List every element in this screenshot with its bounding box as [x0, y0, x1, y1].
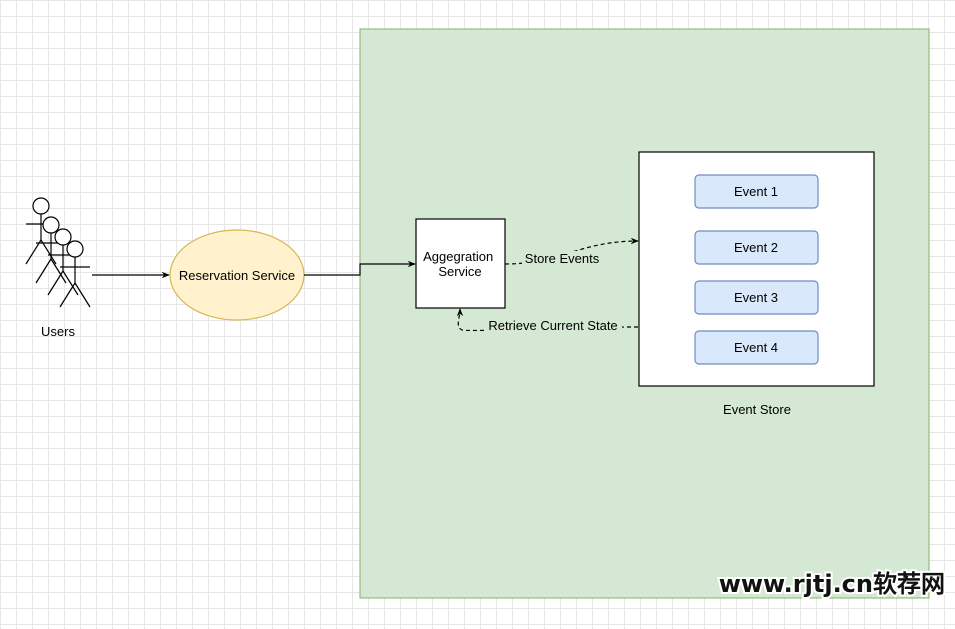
reservation-service-label: Reservation Service [179, 268, 295, 283]
event-store-label: Event Store [723, 402, 791, 417]
watermark-text: www.rjtj.cn软荐网 [719, 570, 945, 598]
retrieve-state-arrow [456, 308, 639, 332]
aggregation-service-label-line2: Service [438, 264, 481, 279]
users-label: Users [41, 324, 75, 339]
event-1-node: Event 1 [694, 174, 819, 209]
retrieve-state-label-bg [484, 317, 622, 333]
event-1-label: Event 1 [734, 184, 778, 199]
aggregation-service-label: Aggegration Service [423, 249, 497, 279]
aggregation-service-label-line1: Aggegration [423, 249, 493, 264]
event-4-node: Event 4 [694, 330, 819, 365]
event-2-label: Event 2 [734, 240, 778, 255]
event-3-label: Event 3 [734, 290, 778, 305]
aggregation-service-node [415, 218, 506, 309]
users-actor-icon [25, 197, 91, 308]
event-4-label: Event 4 [734, 340, 778, 355]
event-3-node: Event 3 [694, 280, 819, 315]
reservation-to-aggregation-arrow [304, 260, 416, 276]
event-2-node: Event 2 [694, 230, 819, 265]
store-events-label-bg [522, 251, 602, 267]
store-events-label: Store Events [525, 251, 600, 266]
retrieve-state-label: Retrieve Current State [488, 318, 617, 333]
